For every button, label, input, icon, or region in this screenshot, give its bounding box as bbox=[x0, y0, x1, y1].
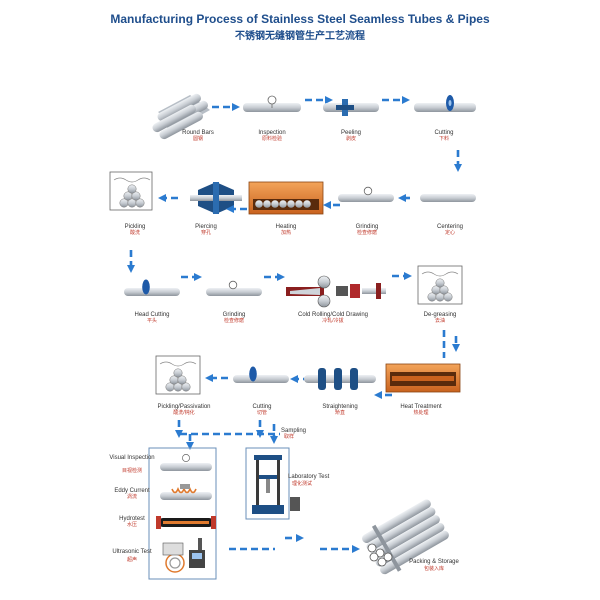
label-sampling: Sampling bbox=[281, 428, 306, 434]
lab-test-frame bbox=[245, 447, 290, 520]
arrow-14-left bbox=[205, 374, 228, 382]
grinding-icon-1 bbox=[338, 186, 394, 202]
label-cutting-1-cn: 下料 bbox=[439, 135, 449, 142]
arrow-10 bbox=[181, 273, 202, 281]
arrow-19 bbox=[229, 534, 304, 551]
cold-rolling-icon bbox=[286, 275, 386, 308]
arrow-11 bbox=[264, 273, 285, 281]
arrow-1 bbox=[212, 103, 240, 111]
label-hydrotest: Hydrotest bbox=[119, 516, 145, 522]
label-packing-storage-cn: 包装入库 bbox=[424, 565, 444, 572]
label-hydrotest-cn: 水压 bbox=[127, 521, 137, 528]
arrow-8-left bbox=[398, 194, 410, 202]
testing-panel-frame bbox=[148, 447, 217, 580]
label-degreasing: De-greasing bbox=[424, 312, 457, 318]
label-inspection-cn: 原料检验 bbox=[262, 135, 282, 142]
label-heating: Heating bbox=[276, 224, 297, 230]
label-visual-inspection: Visual Inspection bbox=[109, 455, 154, 461]
round-bars-icon bbox=[152, 93, 210, 140]
label-piercing-cn: 穿孔 bbox=[201, 229, 211, 236]
arrow-3 bbox=[382, 96, 410, 104]
tensile-testing-machine-icon bbox=[252, 455, 300, 514]
pickling-passivation-tank-icon bbox=[155, 355, 201, 395]
arrow-16-left bbox=[374, 391, 392, 399]
arrow-7-left bbox=[323, 201, 340, 209]
cutting-icon bbox=[414, 95, 476, 112]
label-pickling-passivation: Pickling/Passivation bbox=[157, 404, 210, 410]
heating-furnace-icon bbox=[248, 181, 324, 215]
label-head-cutting: Head Cutting bbox=[134, 312, 169, 318]
arrow-9-down bbox=[127, 250, 135, 273]
label-packing-storage: Packing & Storage bbox=[409, 559, 459, 565]
arrow-6-left bbox=[226, 205, 247, 213]
diagram-title: Manufacturing Process of Stainless Steel… bbox=[110, 12, 490, 26]
label-heat-treatment-cn: 热处理 bbox=[413, 409, 428, 416]
label-grinding-2: Grinding bbox=[223, 312, 246, 318]
label-eddy-current-cn: 涡流 bbox=[127, 493, 137, 500]
straightening-icon bbox=[304, 368, 376, 390]
label-peeling: Peeling bbox=[341, 130, 361, 136]
label-heating-cn: 加热 bbox=[281, 229, 291, 236]
label-degreasing-cn: 去油 bbox=[435, 317, 445, 324]
head-cutting-icon bbox=[124, 279, 180, 296]
label-pickling-1-cn: 酸洗 bbox=[130, 229, 140, 236]
eddy-current-icon bbox=[160, 484, 212, 500]
label-straightening: Straightening bbox=[322, 404, 357, 410]
arrow-20 bbox=[320, 545, 360, 553]
grinding-icon-2 bbox=[206, 280, 262, 296]
label-lab-test-cn: 理化测试 bbox=[292, 480, 312, 487]
connector-testing bbox=[180, 424, 280, 450]
heat-treatment-furnace-icon bbox=[385, 363, 461, 393]
pickling-tank-icon bbox=[109, 171, 153, 211]
label-heat-treatment: Heat Treatment bbox=[400, 404, 442, 410]
arrow-13b-down bbox=[452, 336, 460, 352]
hydrotest-icon bbox=[156, 516, 216, 529]
label-pickling-1: Pickling bbox=[125, 224, 146, 230]
arrow-2 bbox=[305, 96, 333, 104]
bundled-pipes-icon bbox=[362, 499, 449, 575]
label-peeling-cn: 剥皮 bbox=[346, 135, 356, 142]
label-cold-rolling: Cold Rolling/Cold Drawing bbox=[298, 312, 368, 318]
label-piercing: Piercing bbox=[195, 224, 217, 230]
label-cutting-2: Cutting bbox=[252, 404, 271, 410]
arrow-4-down bbox=[454, 150, 462, 172]
ultrasonic-test-icon bbox=[162, 538, 205, 573]
label-round-bars-cn: 圆钢 bbox=[193, 135, 203, 142]
label-cold-rolling-cn: 冷轧/冷拔 bbox=[322, 317, 343, 324]
label-ultrasonic-test-cn: 超声 bbox=[127, 556, 137, 563]
arrow-5-left bbox=[158, 194, 178, 202]
label-centering: Centering bbox=[437, 224, 463, 230]
centering-icon bbox=[420, 194, 476, 202]
label-lab-test: Laboratory Test bbox=[288, 474, 330, 480]
arrow-12 bbox=[392, 272, 412, 280]
label-grinding-2-cn: 检查修磨 bbox=[224, 317, 244, 324]
label-straightening-cn: 矫直 bbox=[335, 409, 345, 416]
inspection-icon bbox=[243, 95, 301, 112]
label-visual-inspection-cn: 目视检测 bbox=[122, 467, 142, 474]
peeling-icon bbox=[323, 99, 379, 116]
label-centering-cn: 定心 bbox=[445, 229, 455, 236]
label-grinding-1: Grinding bbox=[356, 224, 379, 230]
label-cutting-1: Cutting bbox=[434, 130, 453, 136]
cutting-icon-2 bbox=[233, 366, 289, 383]
visual-inspection-icon bbox=[160, 454, 212, 471]
label-round-bars: Round Bars bbox=[182, 130, 214, 136]
label-inspection: Inspection bbox=[258, 130, 285, 136]
label-ultrasonic-test: Ultrasonic Test bbox=[112, 549, 152, 555]
diagram-subtitle: 不锈钢无缝钢管生产工艺流程 bbox=[235, 31, 365, 42]
label-cutting-2-cn: 切管 bbox=[257, 409, 267, 416]
label-eddy-current: Eddy Current bbox=[114, 488, 150, 494]
arrow-17-down bbox=[175, 420, 183, 438]
piercing-icon bbox=[190, 182, 242, 214]
label-sampling-cn: 取样 bbox=[284, 433, 294, 440]
label-grinding-1-cn: 检查修磨 bbox=[357, 229, 377, 236]
degreasing-tank-icon bbox=[417, 265, 463, 305]
label-head-cutting-cn: 平头 bbox=[147, 317, 157, 324]
label-pickling-passivation-cn: 酸洗/钝化 bbox=[173, 409, 194, 416]
